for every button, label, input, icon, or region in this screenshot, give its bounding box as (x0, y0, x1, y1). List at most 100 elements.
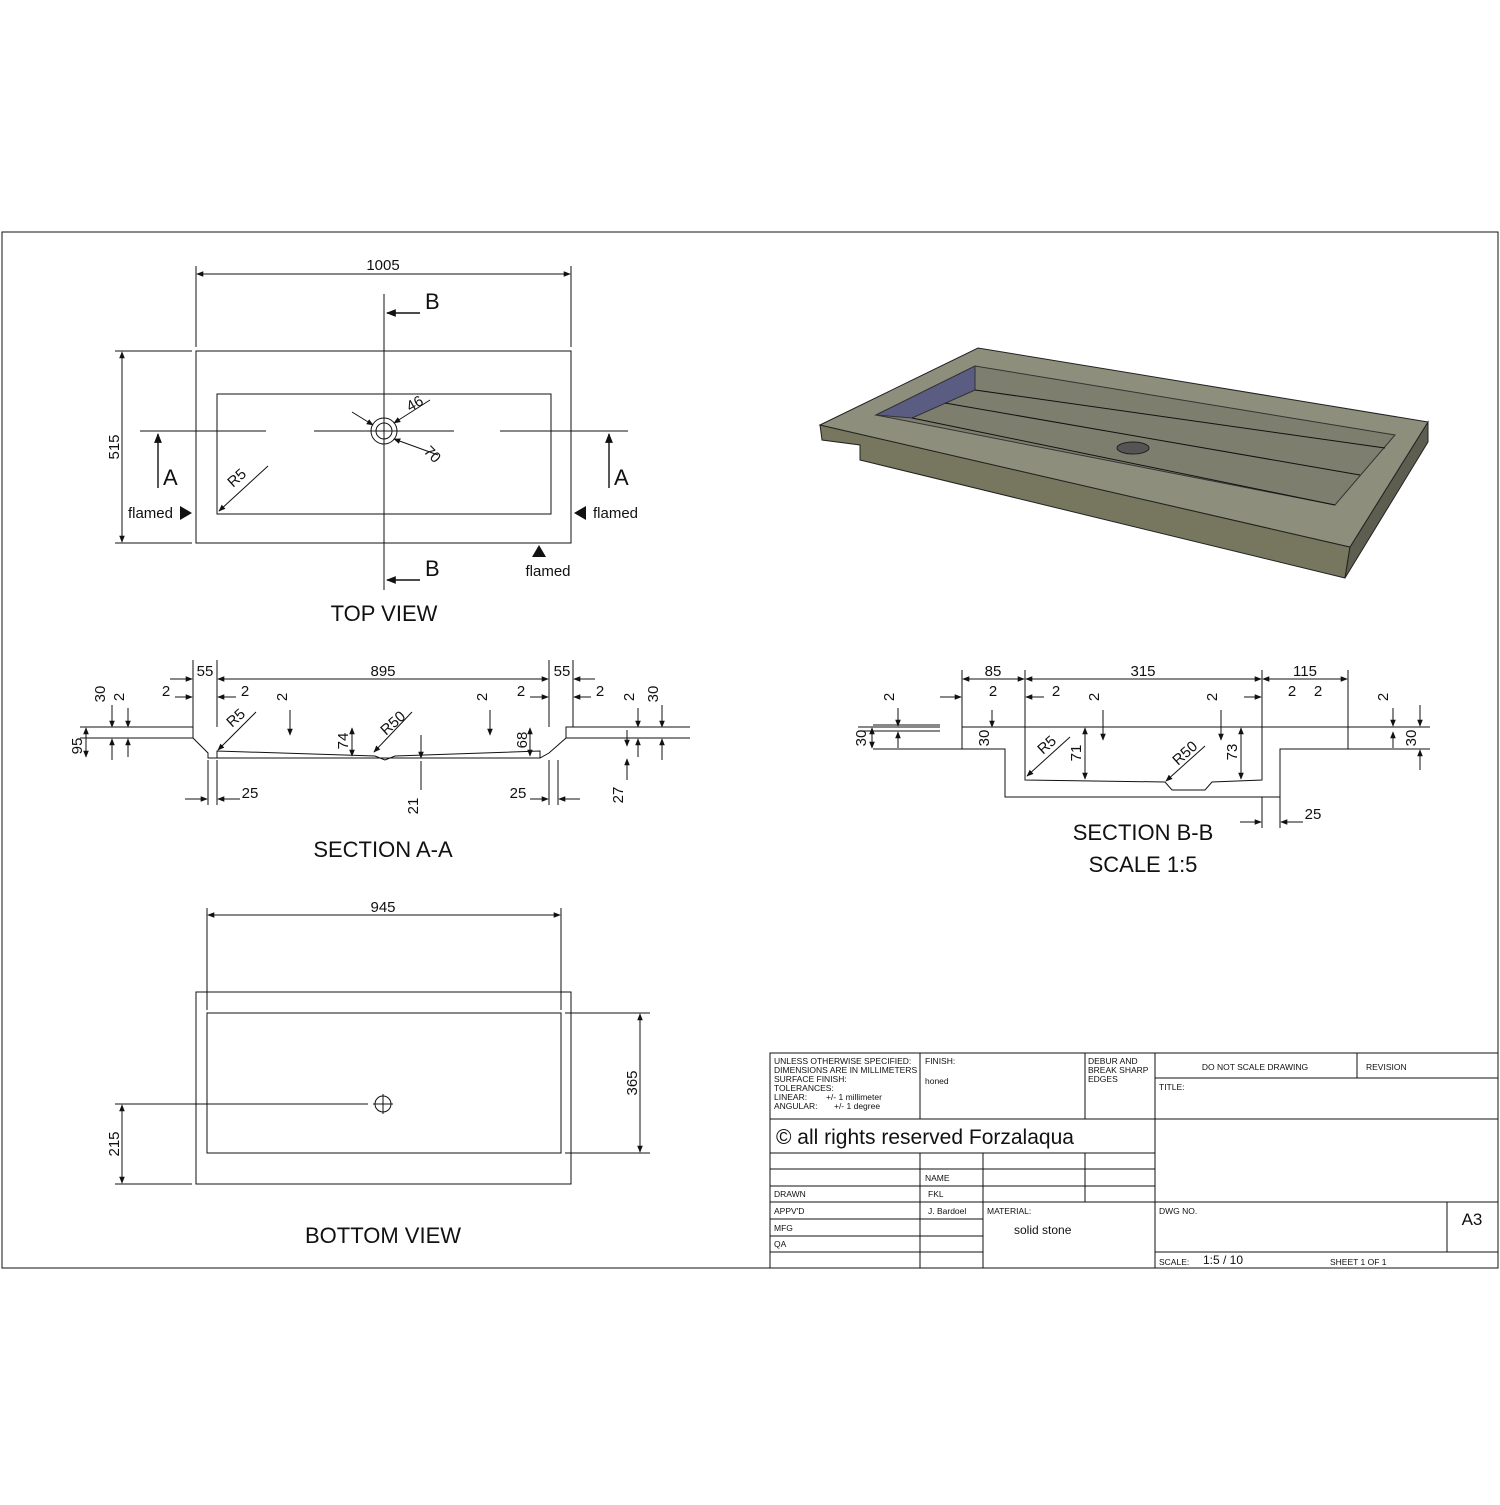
tb-unless-1: UNLESS OTHERWISE SPECIFIED: (774, 1056, 911, 1066)
tb-unless-2: DIMENSIONS ARE IN MILLIMETERS (774, 1065, 917, 1075)
section-b-scale: SCALE 1:5 (1089, 852, 1198, 877)
sec-b-25: 25 (1305, 806, 1322, 823)
sec-a-55-left: 55 (197, 663, 214, 680)
tb-finish-value: honed (925, 1076, 949, 1086)
tb-name-label: NAME (925, 1173, 950, 1183)
tb-material-value: solid stone (1014, 1223, 1072, 1237)
drain-d46-label: 46 (404, 392, 427, 415)
bottom-width-label: 945 (370, 899, 395, 916)
tb-sheet-size: A3 (1462, 1210, 1483, 1229)
sec-b-71: 71 (1068, 745, 1085, 762)
tb-revision: REVISION (1366, 1062, 1407, 1072)
section-a-profile (80, 726, 690, 761)
bottom-depth-label: 365 (624, 1070, 641, 1095)
tb-dwg-no-label: DWG NO. (1159, 1206, 1197, 1216)
sec-a-2-right: 2 (621, 693, 638, 701)
bottom-view-title: BOTTOM VIEW (305, 1223, 461, 1248)
drain-outer-circle (370, 417, 398, 445)
tb-appvd-name: J. Bardoel (928, 1206, 966, 1216)
title-block: UNLESS OTHERWISE SPECIFIED: DIMENSIONS A… (769, 1052, 1499, 1269)
drain-d70-label: 70 (420, 443, 444, 467)
sec-a-95: 95 (69, 738, 86, 755)
bottom-view: 945 365 215 BOTTOM VIEW (106, 899, 650, 1248)
sec-a-25-right: 25 (510, 785, 527, 802)
sec-a-2-left: 2 (111, 693, 128, 701)
tb-debur-3: EDGES (1088, 1074, 1118, 1084)
top-width-label: 1005 (366, 257, 399, 274)
sec-b-115: 115 (1293, 663, 1317, 680)
tb-unless-3: SURFACE FINISH: (774, 1074, 847, 1084)
sec-b-2-d: 2 (1314, 683, 1322, 700)
bottom-view-inner (206, 1012, 562, 1154)
sec-a-74: 74 (335, 733, 352, 750)
tb-scale-label: SCALE: (1159, 1257, 1189, 1267)
iso-drain (1116, 441, 1150, 455)
sec-a-25-left: 25 (242, 785, 259, 802)
flamed-bottom-label: flamed (525, 563, 570, 580)
sec-a-68: 68 (514, 732, 531, 749)
cut-a-left-label: A (163, 465, 178, 490)
sec-b-73: 73 (1224, 744, 1241, 761)
sec-a-2-b: 2 (241, 683, 249, 700)
drain-inner-circle (375, 422, 393, 440)
sec-b-2-a: 2 (989, 683, 997, 700)
sec-b-2-inner-2: 2 (1204, 693, 1221, 701)
sec-a-2-a: 2 (162, 683, 170, 700)
sec-b-315: 315 (1130, 663, 1155, 680)
sec-b-30-right: 30 (1403, 730, 1420, 747)
top-view-title: TOP VIEW (331, 601, 438, 626)
tb-finish-label: FINISH: (925, 1056, 955, 1066)
sec-b-30-inner: 30 (976, 730, 993, 747)
sec-a-2-inner-2: 2 (474, 693, 491, 701)
section-b-title: SECTION B-B (1073, 820, 1214, 845)
tb-unless-4: TOLERANCES: (774, 1083, 834, 1093)
sec-b-r50: R50 (1169, 738, 1201, 769)
tb-drawn-label: DRAWN (774, 1189, 806, 1199)
sec-b-2-inner-1: 2 (1086, 693, 1103, 701)
tb-unless-6: ANGULAR: +/- 1 degree (774, 1101, 880, 1111)
sec-a-27: 27 (610, 787, 627, 804)
sec-b-2-b: 2 (1052, 683, 1060, 700)
sec-a-55-right: 55 (554, 663, 571, 680)
sec-b-2-c: 2 (1288, 683, 1296, 700)
flamed-marker-right (574, 506, 586, 520)
tb-scale-value: 1:5 / 10 (1203, 1253, 1243, 1267)
section-a-title: SECTION A-A (313, 837, 453, 862)
sheet-border (1, 231, 1499, 1269)
bottom-offset-label: 215 (106, 1131, 123, 1156)
sec-a-30-right: 30 (645, 686, 662, 703)
tb-material-label: MATERIAL: (987, 1206, 1031, 1216)
sec-b-30-left: 30 (853, 730, 870, 747)
tb-qa-label: QA (774, 1239, 787, 1249)
top-height-label: 515 (106, 434, 123, 459)
sec-a-30-left: 30 (92, 686, 109, 703)
isometric-view (818, 347, 1429, 579)
tb-debur-1: DEBUR AND (1088, 1056, 1138, 1066)
tb-title-label: TITLE: (1159, 1082, 1185, 1092)
sec-a-2-c: 2 (517, 683, 525, 700)
tb-unless-5: LINEAR: +/- 1 millimeter (774, 1092, 882, 1102)
bottom-view-outline (195, 991, 572, 1185)
flamed-right-label: flamed (593, 505, 638, 522)
flamed-marker-left (180, 506, 192, 520)
cut-b-bottom-label: B (425, 556, 440, 581)
tb-debur-2: BREAK SHARP (1088, 1065, 1149, 1075)
sec-a-2-d: 2 (596, 683, 604, 700)
section-b-view: 85 315 115 2 2 2 2 2 30 30 2 71 2 73 2 (853, 663, 1430, 877)
sec-b-2-right: 2 (1375, 693, 1392, 701)
tb-mfg-label: MFG (774, 1223, 793, 1233)
sec-a-r50: R50 (377, 708, 409, 739)
section-b-profile (858, 726, 1349, 798)
tb-appvd-label: APPV'D (774, 1206, 804, 1216)
sec-b-r5: R5 (1034, 733, 1060, 758)
sec-a-r5: R5 (223, 706, 249, 731)
tb-drawn-name: FKL (928, 1189, 944, 1199)
tb-sheet: SHEET 1 OF 1 (1330, 1257, 1387, 1267)
flamed-marker-bottom (532, 545, 546, 557)
sec-b-85: 85 (985, 663, 1002, 680)
sec-a-895: 895 (370, 663, 395, 680)
tb-do-not-scale: DO NOT SCALE DRAWING (1202, 1062, 1308, 1072)
sec-a-21: 21 (405, 798, 422, 815)
sec-a-2-inner-1: 2 (274, 693, 291, 701)
